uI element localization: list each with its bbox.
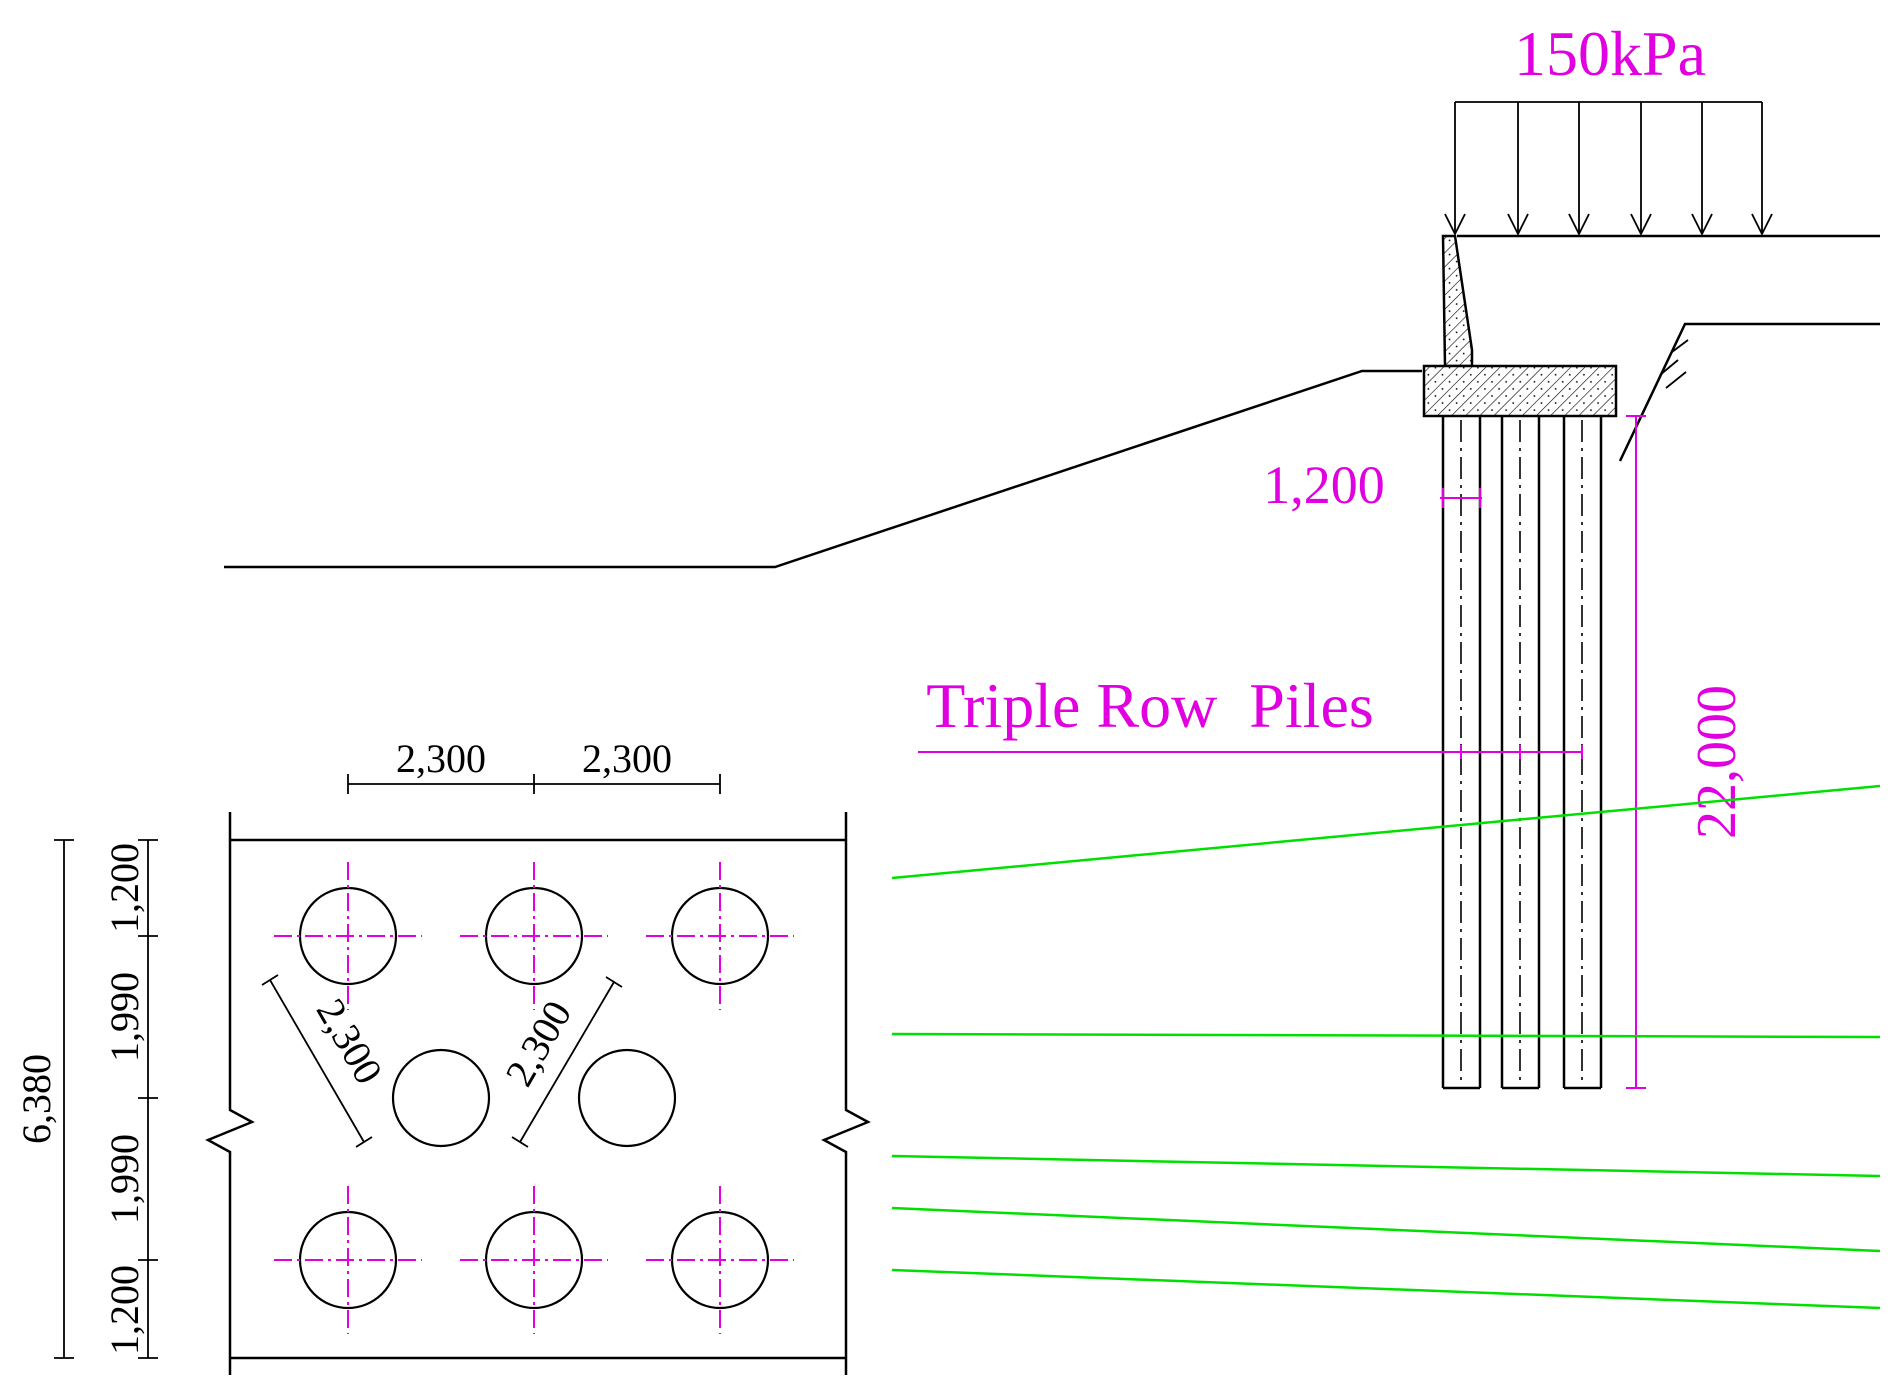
top-dim-1: 2,300	[396, 736, 486, 781]
ground-profile	[224, 234, 1880, 569]
pile-centerline	[646, 862, 794, 1010]
load-arrow	[1568, 102, 1590, 237]
left-dim-3: 1,990	[102, 1134, 147, 1224]
pile-cap	[1422, 364, 1618, 418]
left-dimensions: 1,200 1,990 1,990 1,200 6,380	[14, 839, 158, 1359]
soil-layer-boundary-1	[891, 784, 1881, 880]
soil-layer-boundary-2	[891, 1032, 1881, 1039]
pile-length-label: 22,000	[1686, 685, 1748, 839]
break-line-left	[205, 812, 255, 1375]
pile-centerline	[274, 1186, 422, 1334]
load-label: 150kPa	[1514, 18, 1706, 89]
pile-length-dimension: 22,000	[1626, 415, 1748, 1089]
plan-pile	[460, 1186, 608, 1334]
surcharge-load: 150kPa	[1444, 18, 1773, 237]
pile-diameter-dimension: 1,200	[1263, 455, 1482, 515]
pile-group-leader: Triple Row Piles	[918, 670, 1583, 759]
pile-plan-view: 2,300 2,300 2,300 2,300 1,200 1,990 1,99…	[14, 736, 871, 1375]
plan-pile	[274, 862, 422, 1010]
pile-group-label: Triple Row Piles	[926, 670, 1374, 741]
top-dimensions: 2,300 2,300	[347, 736, 721, 794]
load-arrow	[1691, 102, 1713, 237]
left-dim-1: 1,200	[102, 843, 147, 933]
load-arrow	[1751, 102, 1773, 237]
pile-centerline	[460, 1186, 608, 1334]
plan-pile	[274, 1186, 422, 1334]
pile-diameter-label: 1,200	[1263, 455, 1385, 515]
left-dim-2: 1,990	[102, 972, 147, 1062]
diag-dim-1: 2,300	[308, 991, 392, 1091]
wall-stem	[1441, 234, 1474, 368]
load-arrow	[1507, 102, 1529, 237]
soil-layers	[891, 784, 1881, 1310]
plan-pile	[646, 1186, 794, 1334]
soil-layer-boundary-5	[891, 1268, 1881, 1310]
plan-pile	[646, 862, 794, 1010]
load-arrow	[1444, 102, 1466, 237]
plan-pile	[577, 1048, 677, 1148]
break-line-right	[821, 812, 871, 1375]
load-arrow	[1630, 102, 1652, 237]
soil-layer-boundary-3	[891, 1154, 1881, 1178]
pile-section: 1,200 22,000 Triple Row Piles	[918, 415, 1748, 1090]
pile-centerline	[646, 1186, 794, 1334]
diag-dim-2: 2,300	[496, 993, 580, 1093]
soil-layer-boundary-4	[891, 1206, 1881, 1253]
total-dim: 6,380	[14, 1054, 59, 1144]
retaining-wall	[1422, 234, 1618, 418]
plan-pile	[460, 862, 608, 1010]
pile-centerline	[274, 862, 422, 1010]
plan-pile	[391, 1048, 491, 1148]
left-dim-4: 1,200	[102, 1265, 147, 1355]
diagonal-dimensions: 2,300 2,300	[261, 974, 623, 1148]
slope-hatch	[1659, 339, 1689, 389]
top-dim-2: 2,300	[582, 736, 672, 781]
pile-centerline	[460, 862, 608, 1010]
